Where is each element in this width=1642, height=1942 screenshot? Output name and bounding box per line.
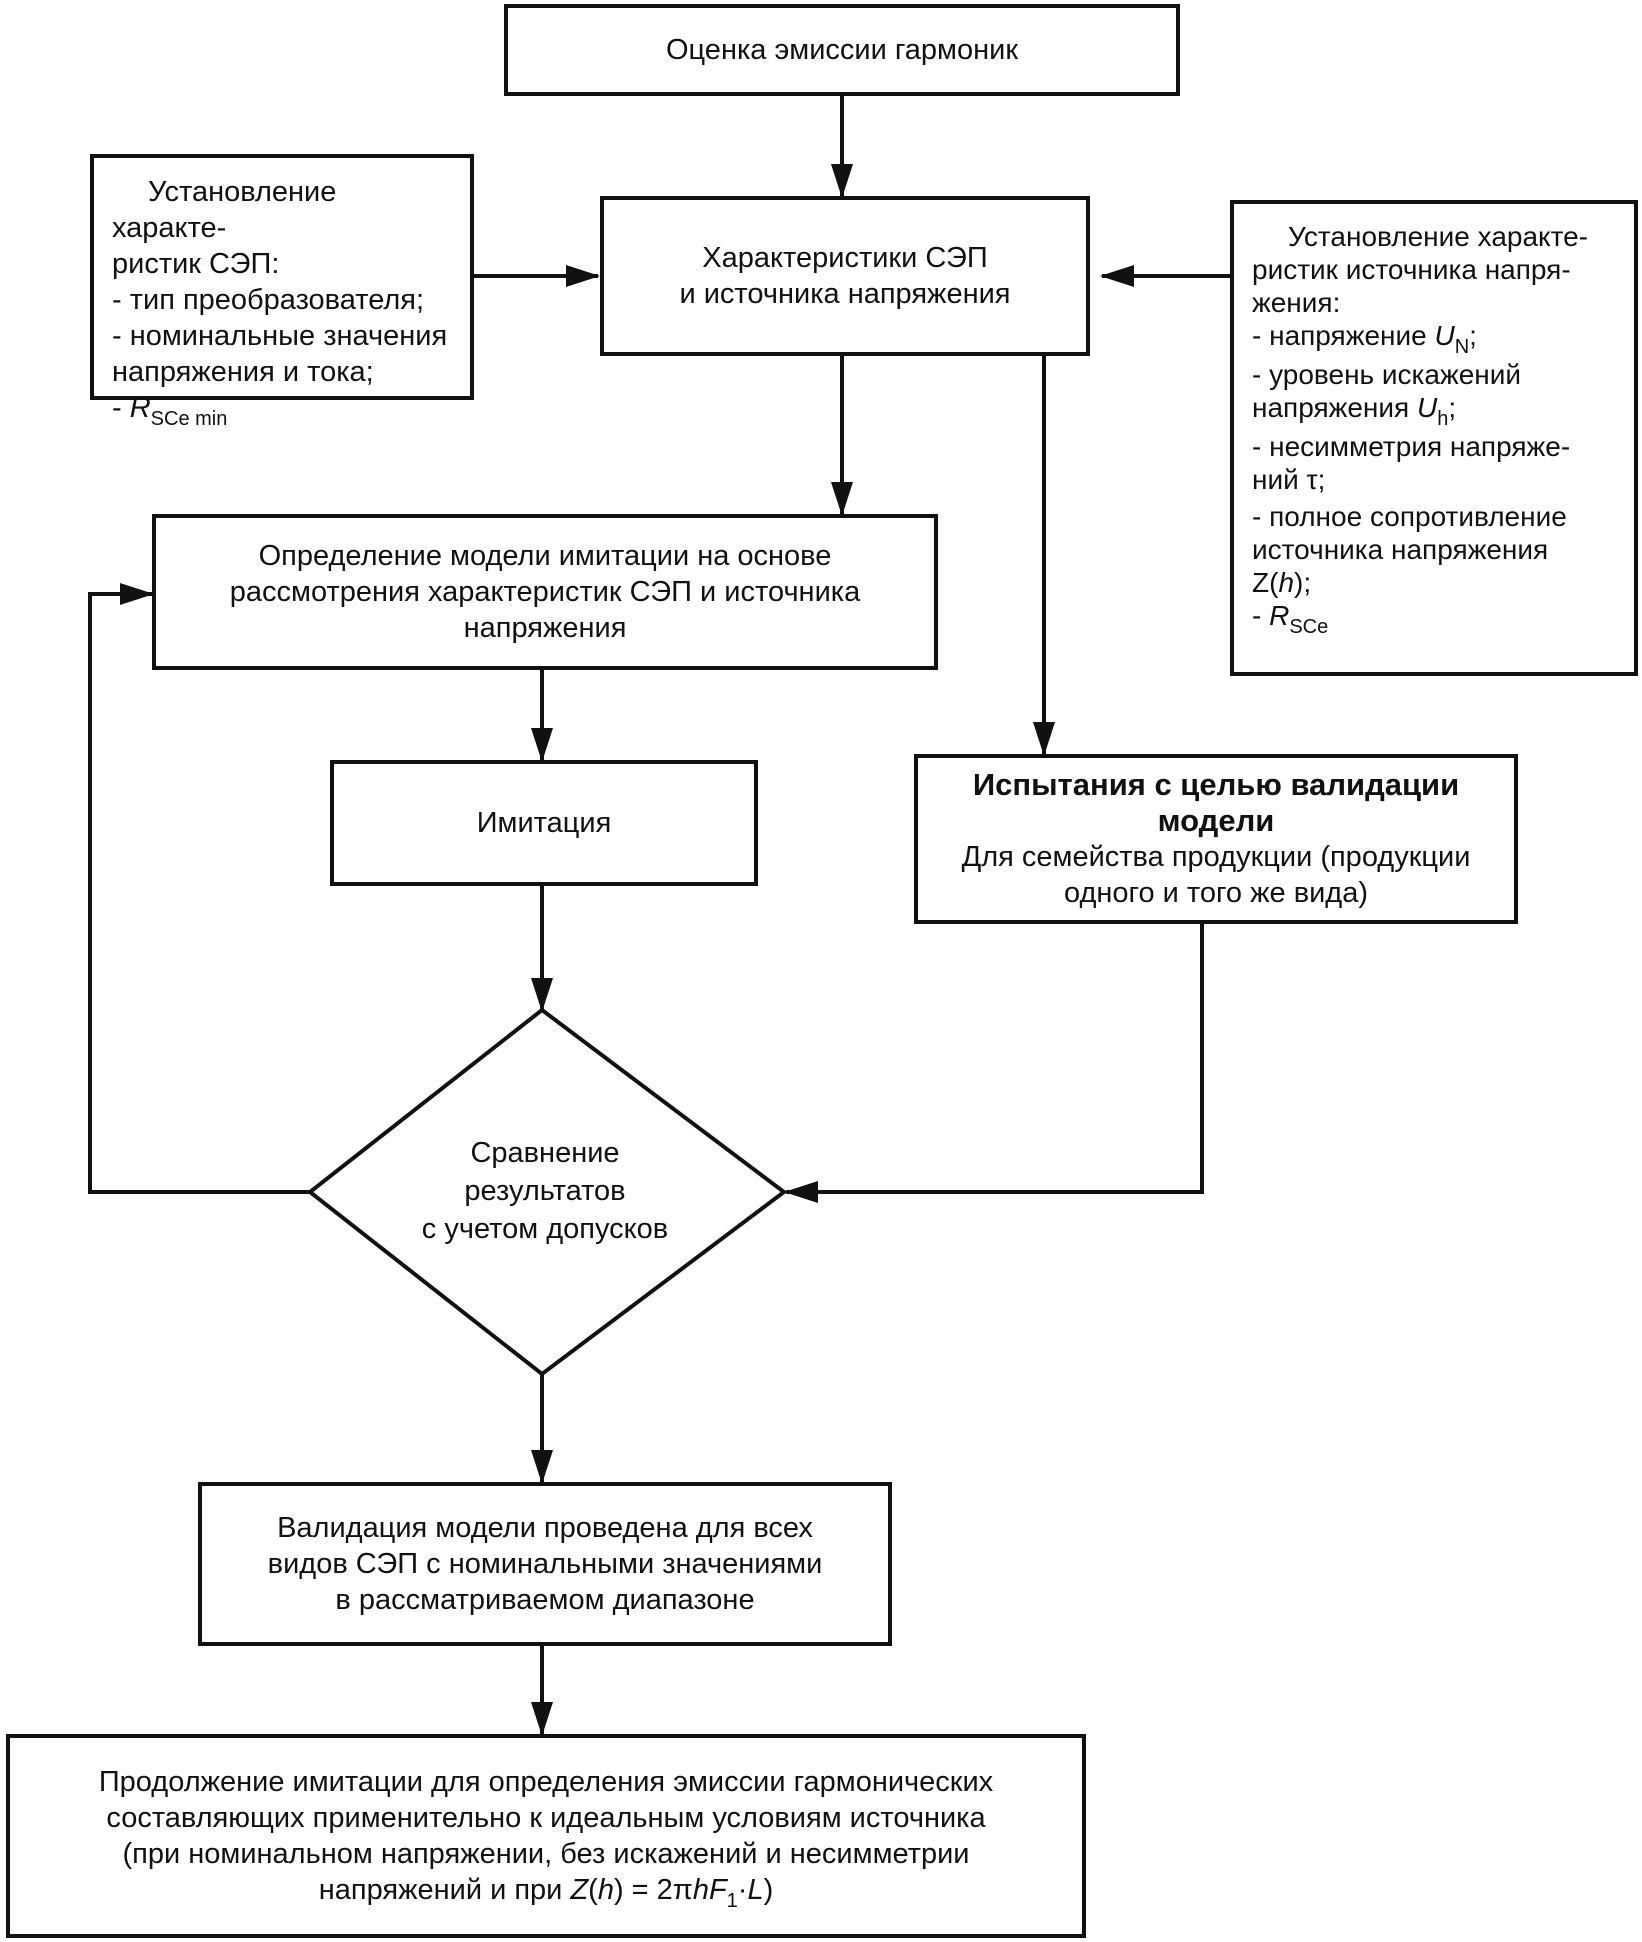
continuation-line-1: Продолжение имитации для определения эми… — [98, 1766, 994, 1798]
source-params-title-line-2: ристик источника напря- — [1252, 254, 1571, 285]
simulation-label: Имитация — [476, 807, 612, 839]
pds-params-title-line-1: Установление характе- — [112, 176, 337, 244]
model-definition-box: Определение модели имитации на основе ра… — [152, 514, 938, 670]
validation-tests-text-line-1: Для семейства продукции (продукции — [961, 841, 1471, 873]
source-params-title-line-1: Установление характе- — [1288, 221, 1589, 252]
continuation-box: Продолжение имитации для определения эми… — [6, 1734, 1086, 1938]
validation-done-box: Валидация модели проведена для всех видо… — [198, 1482, 892, 1646]
comparison-line-2: результатов — [464, 1175, 626, 1207]
source-param-unbalance-line-1: - несимметрия напряже- — [1252, 431, 1571, 462]
pds-param-rsce-min: - RSCe min — [112, 392, 228, 430]
pds-and-source-characteristics-box: Характеристики СЭП и источника напряжени… — [600, 196, 1090, 356]
pds-param-rated-values: - номинальные значения — [112, 320, 448, 352]
comparison-decision-diamond — [306, 1007, 788, 1377]
source-param-distortion-line-2: напряжения Uh; — [1252, 392, 1457, 430]
source-parameters-box: Установление характе- ристик источника н… — [1230, 200, 1638, 676]
validation-tests-box: Испытания с целью валидации модели Для с… — [914, 754, 1518, 924]
characteristics-line-2: и источника напряжения — [679, 278, 1011, 310]
validation-done-line-2: видов СЭП с номинальными значениями — [267, 1548, 823, 1580]
characteristics-line-1: Характеристики СЭП — [702, 242, 988, 274]
continuation-line-2: составляющих применительно к идеальным у… — [106, 1802, 986, 1834]
pds-parameters-box: Установление характе- ристик СЭП: - тип … — [90, 154, 474, 429]
continuation-line-3: (при номинальном напряжении, без искажен… — [122, 1838, 970, 1870]
validation-done-line-3: в рассматриваемом диапазоне — [335, 1584, 755, 1616]
simulation-box: Имитация — [330, 760, 758, 886]
source-param-impedance-line-2: источника напряжения — [1252, 534, 1549, 565]
comparison-label: Сравнение результатов с учетом допусков — [380, 1134, 710, 1248]
validation-done-line-1: Валидация модели проведена для всех — [277, 1512, 813, 1544]
source-param-impedance-line-1: - полное сопротивление — [1252, 501, 1567, 532]
validation-tests-title-line-2: модели — [1157, 803, 1275, 838]
model-definition-line-2: рассмотрения характеристик СЭП и источни… — [229, 576, 861, 608]
source-param-rsce: - RSCe — [1252, 600, 1329, 638]
source-params-title-line-3: жения: — [1252, 287, 1341, 318]
source-param-unbalance-line-2: ний τ; — [1252, 464, 1326, 495]
harmonic-emission-assessment-label: Оценка эмиссии гармоник — [665, 34, 1019, 66]
harmonic-emission-assessment-box: Оценка эмиссии гармоник — [504, 4, 1180, 96]
continuation-line-4: напряжений и при Z(h) = 2πhF1·L) — [318, 1874, 774, 1912]
model-definition-line-3: напряжения — [463, 612, 627, 644]
pds-param-rated-values-cont: напряжения и тока; — [112, 356, 374, 388]
pds-params-title-line-2: ристик СЭП: — [112, 248, 280, 280]
validation-tests-text-line-2: одного и того же вида) — [1063, 877, 1369, 909]
pds-param-converter-type: - тип преобразователя; — [112, 284, 425, 316]
comparison-line-3: с учетом допусков — [421, 1213, 669, 1245]
arrow-comparison-feedback-to-model — [88, 583, 310, 1194]
comparison-line-1: Сравнение — [470, 1137, 620, 1169]
source-param-distortion-line-1: - уровень искажений — [1252, 359, 1522, 390]
validation-tests-title-line-1: Испытания с целью валидации — [972, 767, 1460, 802]
source-param-voltage: - напряжение UN; — [1252, 320, 1477, 358]
model-definition-line-1: Определение модели имитации на основе — [258, 540, 832, 572]
source-param-impedance-line-3: Z(h); — [1252, 567, 1312, 598]
arrow-validation-tests-to-comparison — [784, 922, 1204, 1203]
